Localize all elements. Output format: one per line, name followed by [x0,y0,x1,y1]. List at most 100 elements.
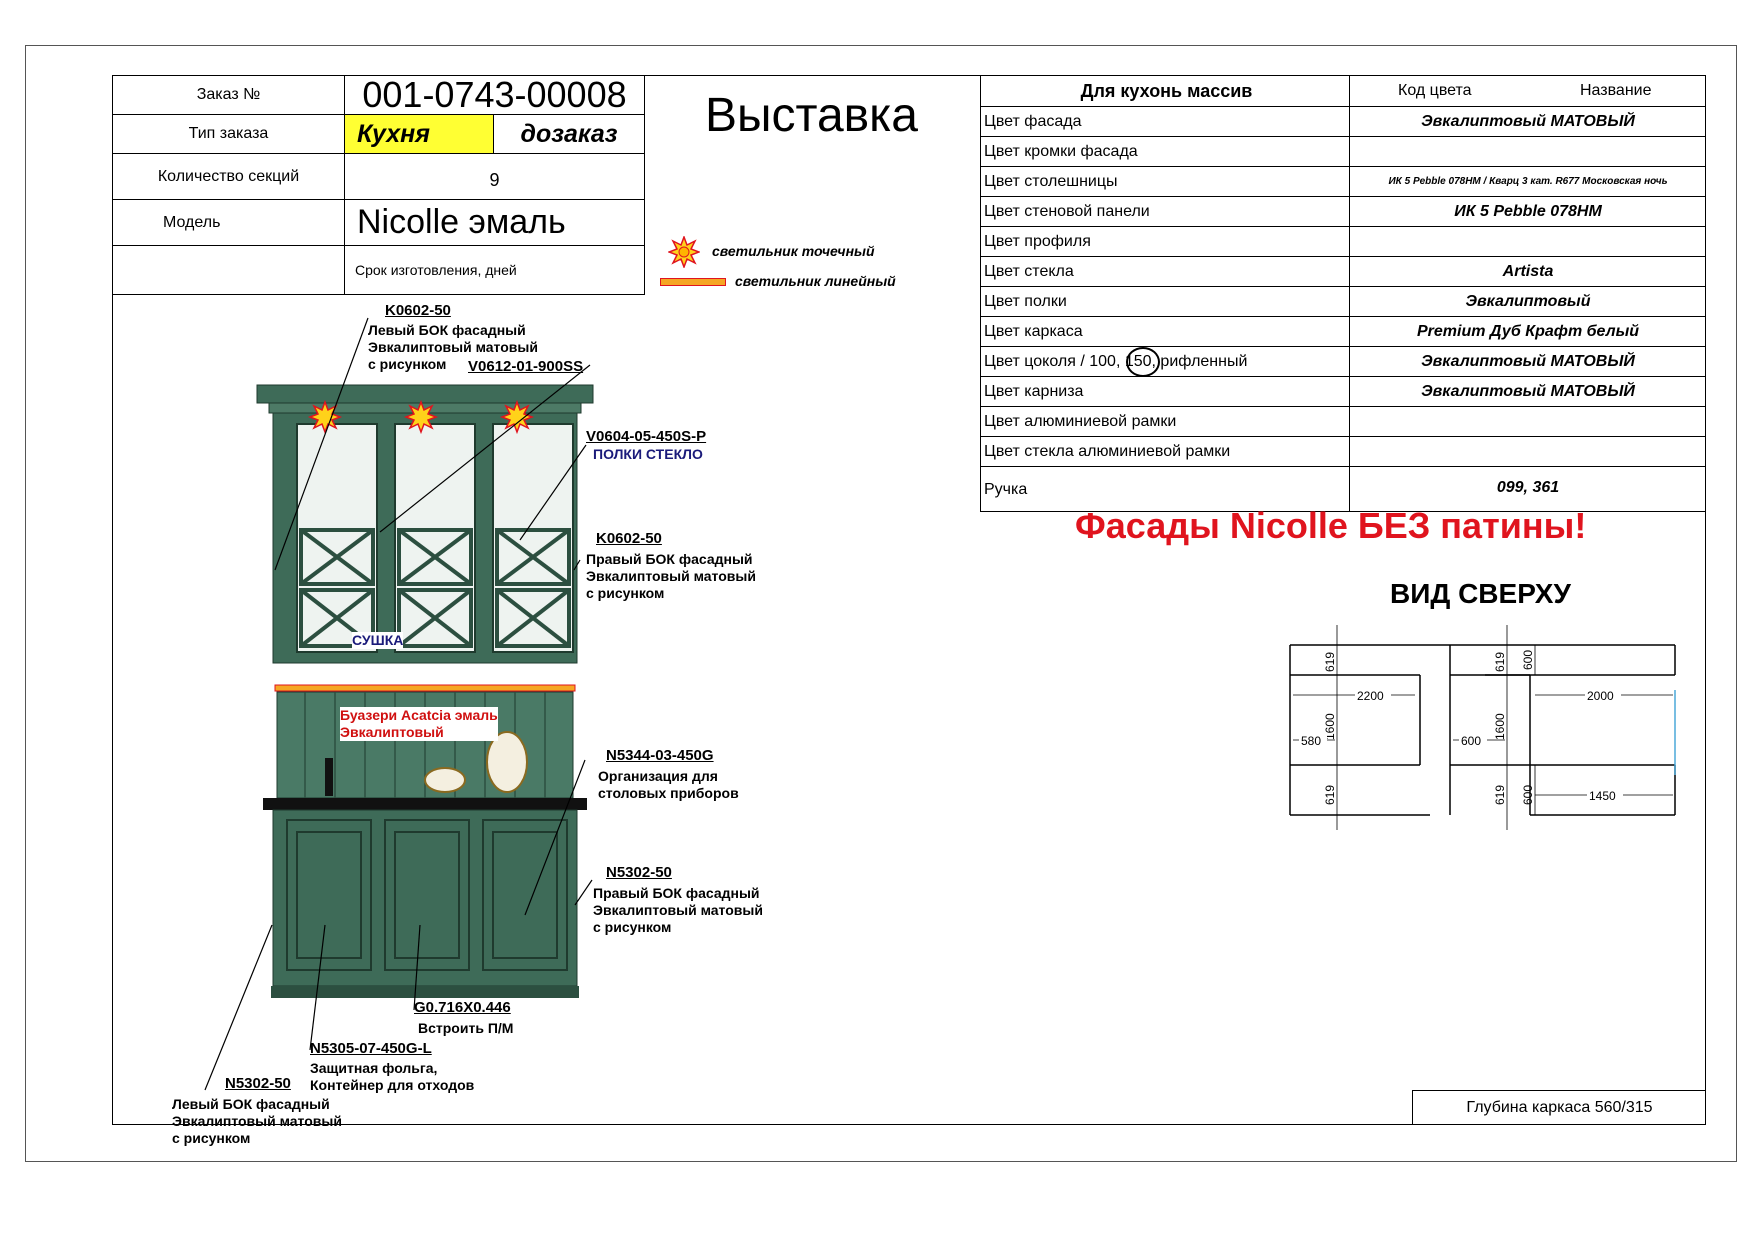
dim-label: 619 [1323,652,1337,672]
carcass-depth-note: Глубина каркаса 560/315 [1412,1090,1706,1125]
spec-row: Цвет профиля [980,227,1706,257]
legend-spot-label: светильник точечный [712,243,875,259]
annotation-line: Организация для [598,768,718,784]
dim-label: 619 [1323,785,1337,805]
dim-label: 600 [1521,785,1535,805]
spec-row-label: Цвет полки [980,287,1350,316]
order-type-value: Кухня [344,114,494,154]
spec-row-value: Premium Дуб Крафт белый [1416,323,1640,340]
spec-row: Ручка 099, 361 [980,467,1706,512]
annotation-text: Левый БОК фасадный Эвкалиптовый матовый … [368,322,538,373]
spec-row: Цвет столешницы ИК 5 Pebble 078HM / Кварц… [980,167,1706,197]
cabinet-elevation [256,384,594,998]
dim-label: 600 [1521,650,1535,670]
spec-row-label: Цвет профиля [980,227,1350,256]
annotation-text: Правый БОК фасадный Эвкалиптовый матовый… [593,885,763,936]
linear-light-icon [660,278,726,286]
spec-row: Цвет карниза Эвкалиптовый МАТОВЫЙ [980,377,1706,407]
dim-label: 1600 [1493,713,1507,740]
spec-row: Цвет стекла алюминиевой рамки [980,437,1706,467]
spec-row-value: Эвкалиптовый МАТОВЫЙ [1421,353,1635,370]
annotation-line: Левый БОК фасадный [172,1096,330,1112]
annotation-code: N5305-07-450G-L [310,1040,432,1057]
spec-row-label: Цвет алюминиевой рамки [980,407,1350,436]
spec-row-label: Цвет каркаса [980,317,1350,346]
annotation-line: Буазери Acatcia эмаль [340,707,498,723]
dim-label: 619 [1493,785,1507,805]
annotation-line: Левый БОК фасадный [368,322,526,338]
spot-light-icon [668,236,700,268]
annotation-text: Защитная фольга, Контейнер для отходов [310,1060,474,1094]
annotation-line: с рисунком [586,585,665,601]
sheet-inner-frame [112,75,1706,1125]
annotation-code: G0.716X0.446 [414,999,511,1016]
spec-row-value: Эвкалиптовый МАТОВЫЙ [1421,113,1635,130]
spec-row-label: Ручка [980,467,1350,512]
annotation-line: с рисунком [368,356,447,372]
dim-label: 619 [1493,652,1507,672]
dim-label: 1450 [1589,789,1616,803]
patina-warning: Фасады Nicolle БЕЗ патины! [1075,505,1587,546]
spec-row-label: Цвет фасада [980,107,1350,136]
spec-row: Цвет стекла Artista [980,257,1706,287]
dim-label: 1600 [1323,713,1337,740]
annotation-text: ПОЛКИ СТЕКЛО [593,446,703,462]
spec-row-label: Цвет столешницы [980,167,1350,196]
dim-label: 580 [1301,734,1321,748]
annotation-text: Встроить П/М [418,1020,514,1036]
dim-label: 600 [1461,734,1481,748]
legend-linear-label: светильник линейный [735,273,896,289]
sheet-outer-frame [25,45,1737,1162]
spec-row-value: ИК 5 Pebble 078HM / Кварц 3 кат. R677 Мо… [1388,176,1668,187]
annotation-line: Эвкалиптовый матовый [172,1113,342,1129]
annotation-line: столовых приборов [598,785,739,801]
spec-row-label: Цвет кромки фасада [980,137,1350,166]
annotation-line: Контейнер для отходов [310,1077,475,1093]
order-header-table: Заказ № 001-0743-00008 Тип заказа Кухня … [112,74,645,295]
plinth-150-mark [1126,347,1160,377]
spec-row-value: Эвкалиптовый [1465,293,1591,310]
top-view-title: ВИД СВЕРХУ [1390,578,1571,609]
spec-header: Для кухонь массив [980,75,1350,106]
page-title: Выставка [705,89,918,142]
spec-table-border [980,75,1706,512]
spec-row-label: Цвет карниза [980,377,1350,406]
spec-row: Цвет каркаса Premium Дуб Крафт белый [980,317,1706,347]
annotation-line: Эвкалиптовый матовый [586,568,756,584]
annotation-line: с рисунком [172,1130,251,1146]
annotation-code: N5302-50 [606,864,672,881]
col-code-header: Код цвета [1398,82,1472,99]
annotation-line: Защитная фольга, [310,1060,438,1076]
spec-row-label: Цвет стекла алюминиевой рамки [980,437,1350,466]
dim-label: 2000 [1587,689,1614,703]
top-view-plan: 619 2200 1600 580 619 619 600 2000 1600 … [1289,625,1676,830]
spec-row-value: Artista [1502,263,1554,280]
annotation-line: Эвкалиптовый матовый [593,902,763,918]
spec-row-value: Эвкалиптовый МАТОВЫЙ [1421,383,1635,400]
annotation-code: N5344-03-450G [606,747,714,764]
spec-row: Цвет фасада Эвкалиптовый МАТОВЫЙ [980,107,1706,137]
lead-time-label: Срок изготовления, дней [344,245,645,295]
annotation-text: Левый БОК фасадный Эвкалиптовый матовый … [172,1096,342,1147]
annotation-line: Эвкалиптовый матовый [368,339,538,355]
annotation-text: Правый БОК фасадный Эвкалиптовый матовый… [586,551,756,602]
annotation-line: Правый БОК фасадный [593,885,760,901]
spec-row: Цвет алюминиевой рамки [980,407,1706,437]
spec-row-label: Цвет цоколя / 100, 150, рифленный [980,347,1350,376]
annotation-text: Организация для столовых приборов [598,768,739,802]
annotation-code: K0602-50 [596,530,662,547]
annotation-line: Правый БОК фасадный [586,551,753,567]
spec-row-value: 099, 361 [1496,479,1560,496]
annotation-code: V0612-01-900SS [468,358,584,375]
spec-row: Цвет полки Эвкалиптовый [980,287,1706,317]
spec-row-value: ИК 5 Pebble 078HM [1454,203,1602,220]
annotation-code: V0604-05-450S-P [586,428,707,445]
spec-row: Цвет кромки фасада [980,137,1706,167]
spec-row-label: Цвет стекла [980,257,1350,286]
annotation-code: N5302-50 [225,1075,291,1092]
spec-row: Цвет цоколя / 100, 150, рифленный Эвкалип… [980,347,1706,377]
col-name-header: Название [1580,82,1652,99]
dim-label: 2200 [1357,689,1384,703]
